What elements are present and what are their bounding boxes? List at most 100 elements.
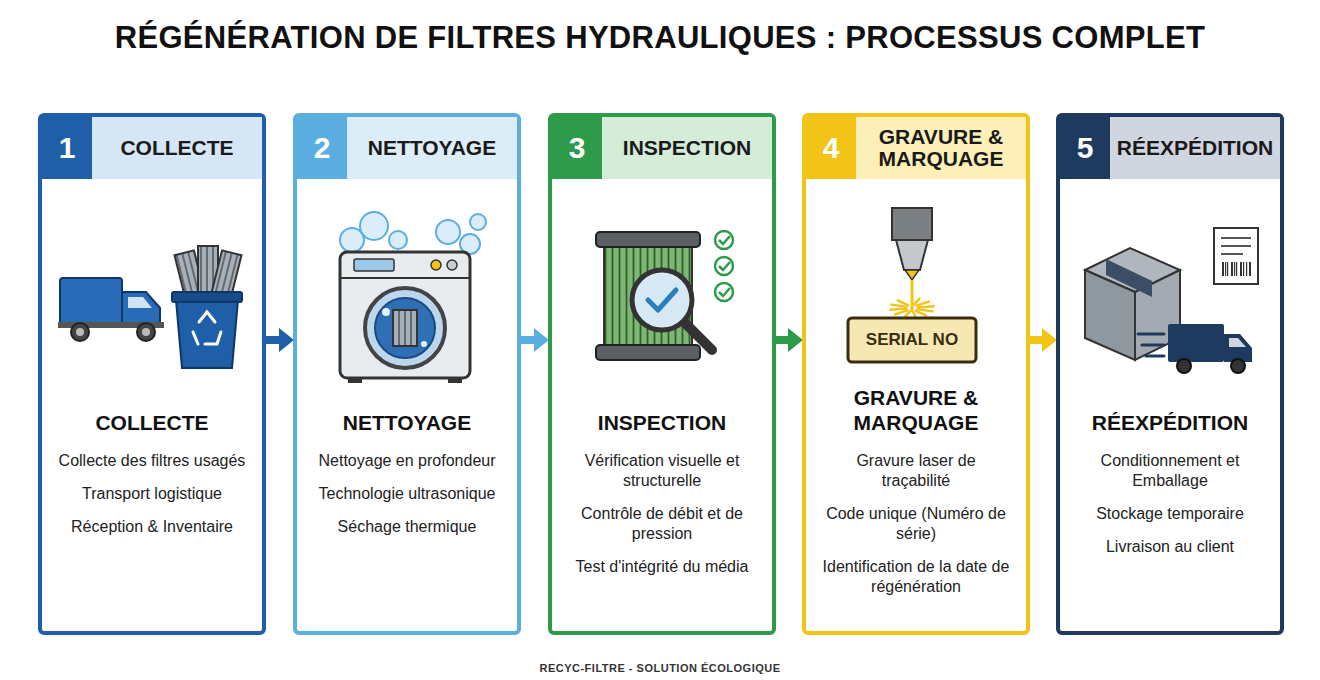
truck-icon-part bbox=[71, 323, 89, 341]
laser-engraver-icon-part-part bbox=[917, 302, 929, 306]
laser-engraver-icon-part-part bbox=[918, 306, 934, 307]
shipping-icon-part bbox=[1106, 259, 1152, 297]
step-header-band: 4GRAVURE & MARQUAGE bbox=[806, 117, 1026, 179]
filter-inspection-icon-part bbox=[632, 270, 692, 330]
step-header: INSPECTION bbox=[602, 117, 772, 179]
washing-machine-icon-part bbox=[360, 212, 388, 240]
recycling-bin-icon-part bbox=[172, 292, 242, 302]
step-detail: Test d'intégrité du média bbox=[567, 557, 757, 577]
step-number: 5 bbox=[1060, 117, 1110, 179]
shipping-icon-part-part bbox=[1246, 262, 1247, 276]
filter-inspection-icon-part bbox=[715, 231, 733, 249]
laser-engraver-icon-part-part bbox=[895, 310, 907, 314]
washing-machine-icon-part bbox=[365, 288, 445, 368]
truck-icon-part bbox=[142, 328, 150, 336]
laser-engraver-icon-part-part bbox=[890, 309, 906, 310]
step-detail: Technologie ultrasonique bbox=[312, 484, 502, 504]
step-detail: Code unique (Numéro de série) bbox=[821, 504, 1011, 544]
step-header: COLLECTE bbox=[92, 117, 262, 179]
washing-machine-icon-part bbox=[470, 214, 486, 230]
filter-inspection-icon-part bbox=[596, 345, 700, 360]
filter-inspection-icon-part bbox=[715, 257, 733, 275]
flow-arrow-shaft bbox=[1028, 336, 1044, 344]
shipping-icon-part-part bbox=[1234, 262, 1235, 276]
shipping-icon-part bbox=[1168, 324, 1224, 362]
step-title: NETTOYAGE bbox=[307, 410, 507, 435]
washing-machine-icon-part bbox=[348, 378, 362, 383]
laser-engraver-icon-part bbox=[896, 240, 928, 270]
laser-engraver-icon-part bbox=[890, 299, 933, 318]
shipping-icon-part bbox=[1177, 359, 1191, 373]
serial-plate-label: SERIAL NO bbox=[851, 321, 973, 359]
washing-machine-icon-part bbox=[448, 378, 462, 383]
laser-engraver-icon-part-part bbox=[891, 305, 906, 307]
step-title: COLLECTE bbox=[52, 410, 252, 435]
filter-inspection-icon-part bbox=[715, 283, 733, 301]
flow-arrow-shaft bbox=[519, 336, 536, 344]
step-detail: Réception & Inventaire bbox=[57, 517, 247, 537]
filter-inspection-icon-part bbox=[684, 322, 712, 350]
filter-inspection-icon-part bbox=[719, 262, 730, 270]
washing-machine-icon-part bbox=[393, 310, 417, 346]
recycling-bin-icon-part bbox=[176, 300, 238, 368]
step-header: NETTOYAGE bbox=[347, 117, 517, 179]
step-header-band: 2NETTOYAGE bbox=[297, 117, 517, 179]
step-detail: Transport logistique bbox=[57, 484, 247, 504]
process-card: INSPECTION Vérification visuelle et struc… bbox=[548, 113, 776, 635]
shipping-icon-part bbox=[1222, 262, 1251, 276]
flow-arrow-head bbox=[534, 328, 549, 352]
flow-arrow bbox=[1028, 328, 1057, 352]
shipping-icon bbox=[1085, 228, 1258, 373]
washing-machine-icon bbox=[340, 212, 486, 383]
step-header: GRAVURE & MARQUAGE bbox=[856, 117, 1026, 179]
laser-engraver-icon-part bbox=[848, 318, 976, 362]
diagram-caption: RECYC-FILTRE - SOLUTION ÉCOLOGIQUE bbox=[0, 662, 1320, 674]
truck-icon-part bbox=[76, 328, 84, 336]
shipping-icon-part bbox=[1224, 334, 1252, 362]
process-card: NETTOYAGENettoyage en profondeurTechnolo… bbox=[293, 113, 521, 635]
shipping-icon-part-part bbox=[1222, 262, 1224, 276]
step-detail: Conditionnement et Emballage bbox=[1075, 451, 1265, 491]
step-title: INSPECTION bbox=[562, 410, 762, 435]
laser-engraver-icon-part-part bbox=[918, 309, 933, 311]
shipping-icon-part bbox=[1229, 338, 1246, 347]
washing-machine-icon-part bbox=[389, 231, 407, 249]
washing-machine-icon-part bbox=[354, 259, 394, 271]
step-header-band: 5RÉEXPÉDITION bbox=[1060, 117, 1280, 179]
diagram-title: RÉGÉNÉRATION DE FILTRES HYDRAULIQUES : P… bbox=[20, 20, 1300, 56]
recycling-bin-icon bbox=[172, 246, 242, 368]
step-header-band: 3INSPECTION bbox=[552, 117, 772, 179]
shipping-icon-part bbox=[1221, 245, 1251, 247]
step-number: 4 bbox=[806, 117, 856, 179]
flow-arrow bbox=[264, 328, 294, 352]
step-number: 3 bbox=[552, 117, 602, 179]
step-number: 1 bbox=[42, 117, 92, 179]
step-detail: Vérification visuelle et structurelle bbox=[567, 451, 757, 491]
shipping-icon-part bbox=[1221, 237, 1251, 239]
step-detail: Collecte des filtres usagés bbox=[57, 451, 247, 471]
flow-arrow bbox=[519, 328, 549, 352]
laser-engraver-icon-part-part bbox=[916, 311, 926, 316]
washing-machine-icon-part bbox=[431, 260, 441, 270]
step-detail: Livraison au client bbox=[1075, 537, 1265, 557]
shipping-icon-part bbox=[1221, 253, 1243, 255]
washing-machine-icon-part bbox=[421, 341, 427, 347]
flow-arrow-shaft bbox=[774, 336, 790, 344]
flow-arrow-head bbox=[788, 328, 803, 352]
shipping-icon-part bbox=[1146, 355, 1164, 358]
shipping-icon-part bbox=[1214, 228, 1258, 284]
filter-inspection-icon-part bbox=[596, 232, 700, 247]
laser-engraver-icon-part bbox=[911, 280, 914, 312]
shipping-icon-part-part bbox=[1231, 262, 1233, 276]
flow-arrow bbox=[774, 328, 803, 352]
shipping-icon-part bbox=[1138, 333, 1164, 336]
process-card: RÉEXPÉDITIONConditionnement et Emballage… bbox=[1056, 113, 1284, 635]
step-detail: Contrôle de débit et de pression bbox=[567, 504, 757, 544]
step-header-band: 1COLLECTE bbox=[42, 117, 262, 179]
flow-arrow-head bbox=[1042, 328, 1057, 352]
shipping-icon-part-part bbox=[1225, 262, 1226, 276]
washing-machine-icon-part bbox=[447, 260, 457, 270]
step-detail: Stockage temporaire bbox=[1075, 504, 1265, 524]
